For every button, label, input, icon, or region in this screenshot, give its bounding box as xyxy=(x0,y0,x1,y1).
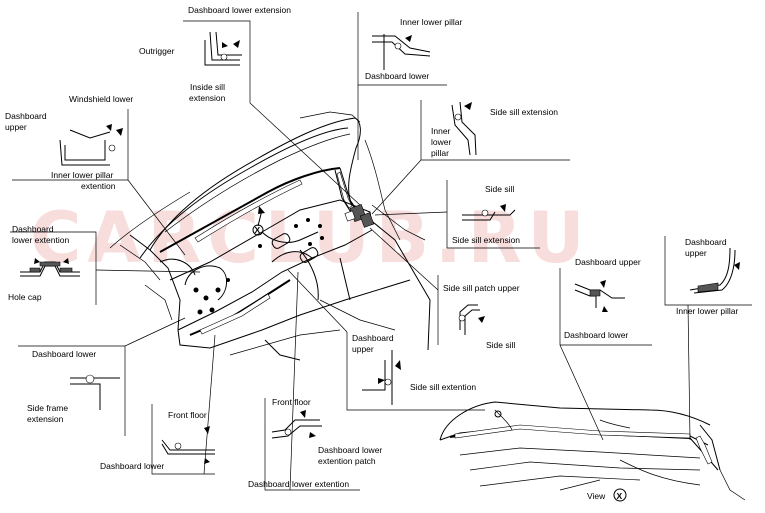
label-upper: upper xyxy=(5,122,27,132)
label-upper: upper xyxy=(352,344,374,354)
label-dashboard: Dashboard xyxy=(5,111,47,121)
label-dashboard: Dashboard xyxy=(685,237,727,247)
label-side-sill-extension: Side sill extension xyxy=(452,235,520,245)
callout-frames xyxy=(10,12,752,491)
view-x-drawing: View X xyxy=(439,401,746,502)
label-dashboard-lower-extention: Dashboard lower extention xyxy=(248,479,349,489)
label-outrigger: Outrigger xyxy=(139,46,175,56)
label-lower: lower xyxy=(431,137,451,147)
label-extension: extension xyxy=(27,414,64,424)
label-side-sill: Side sill xyxy=(485,184,514,194)
label-dashboard-lower: Dashboard lower xyxy=(318,445,382,455)
view-label: View xyxy=(587,491,606,501)
label-hole-cap: Hole cap xyxy=(8,292,42,302)
label-inner-lower-pillar: Inner lower pillar xyxy=(676,306,739,316)
label-dashboard-lower: Dashboard lower xyxy=(564,330,628,340)
label-side-sill-extension: Side sill extension xyxy=(490,107,558,117)
callout-sketches xyxy=(20,31,740,464)
label-dashboard-lower-extension: Dashboard lower extension xyxy=(188,5,291,15)
label-front-floor: Front floor xyxy=(272,397,311,407)
label-side-sill: Side sill xyxy=(486,340,515,350)
label-lower-extention: lower extention xyxy=(12,235,69,245)
label-dashboard-upper: Dashboard upper xyxy=(575,257,641,267)
label-inside-sill: Inside sill xyxy=(190,82,225,92)
label-extention: extention xyxy=(81,181,116,191)
label-dashboard-lower: Dashboard lower xyxy=(100,461,164,471)
label-inner-lower-pillar: Inner lower pillar xyxy=(51,170,114,180)
label-side-sill-extention: Side sill extention xyxy=(410,382,476,392)
label-extention-patch: extention patch xyxy=(318,456,376,466)
label-dashboard-lower: Dashboard lower xyxy=(32,349,96,359)
view-x-marker: X xyxy=(617,491,623,501)
label-dashboard-lower: Dashboard lower xyxy=(365,71,429,81)
label-inside-sill-extension: extension xyxy=(189,93,226,103)
label-dashboard: Dashboard xyxy=(352,333,394,343)
callout-labels: Dashboard lower extension Outrigger Insi… xyxy=(5,5,739,489)
label-side-frame: Side frame xyxy=(27,403,68,413)
label-front-floor: Front floor xyxy=(168,410,207,420)
panel-holes xyxy=(193,218,324,315)
watermark: CARCLUB.RU xyxy=(30,197,590,279)
label-upper: upper xyxy=(685,248,707,258)
main-body-drawing: X xyxy=(109,111,431,361)
view-x-marker-small: X xyxy=(255,225,261,235)
label-windshield-lower: Windshield lower xyxy=(69,94,133,104)
label-pillar: pillar xyxy=(431,148,449,158)
label-side-sill-patch-upper: Side sill patch upper xyxy=(443,283,520,293)
label-inner-lower-pillar: Inner lower pillar xyxy=(400,17,463,27)
label-inner: Inner xyxy=(431,126,451,136)
label-dashboard: Dashboard xyxy=(12,224,54,234)
